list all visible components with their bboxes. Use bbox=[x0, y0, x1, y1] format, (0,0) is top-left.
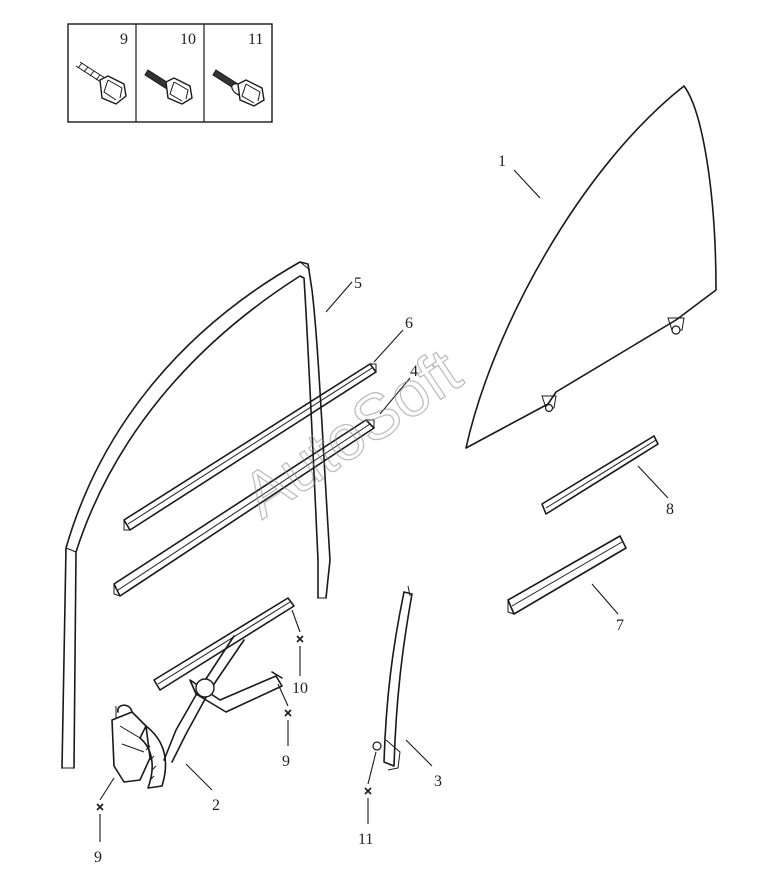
bolt-9-icon bbox=[75, 61, 127, 105]
callout-9-lower: 9 bbox=[94, 849, 102, 866]
callout-1: 1 bbox=[498, 153, 506, 170]
callout-10: 10 bbox=[292, 680, 308, 697]
run-channel-seal bbox=[61, 261, 331, 769]
rear-glass-channel bbox=[372, 585, 413, 771]
legend-label-11: 11 bbox=[248, 31, 263, 48]
fastener-position-markers bbox=[96, 635, 372, 811]
callout-3: 3 bbox=[434, 773, 442, 790]
callout-7: 7 bbox=[616, 617, 624, 634]
callout-6: 6 bbox=[405, 315, 413, 332]
callout-9-upper: 9 bbox=[282, 753, 290, 770]
window-regulator bbox=[111, 597, 295, 789]
door-glass bbox=[465, 85, 717, 449]
bolt-10-icon bbox=[144, 69, 193, 105]
strip-8 bbox=[541, 435, 659, 515]
callout-11: 11 bbox=[358, 831, 373, 848]
bolt-11-icon bbox=[212, 69, 265, 107]
callout-2: 2 bbox=[212, 797, 220, 814]
callout-5: 5 bbox=[354, 275, 362, 292]
legend-label-9: 9 bbox=[120, 31, 128, 48]
inner-belt-strip bbox=[113, 419, 375, 597]
callout-4: 4 bbox=[410, 363, 418, 380]
legend-label-10: 10 bbox=[180, 31, 196, 48]
watermark: AutoSoft bbox=[230, 335, 474, 532]
strip-7 bbox=[507, 535, 627, 615]
outer-belt-strip bbox=[123, 363, 377, 531]
fastener-legend-box: 9 10 11 bbox=[67, 23, 273, 123]
callout-8: 8 bbox=[666, 501, 674, 518]
leader-lines bbox=[99, 169, 669, 842]
